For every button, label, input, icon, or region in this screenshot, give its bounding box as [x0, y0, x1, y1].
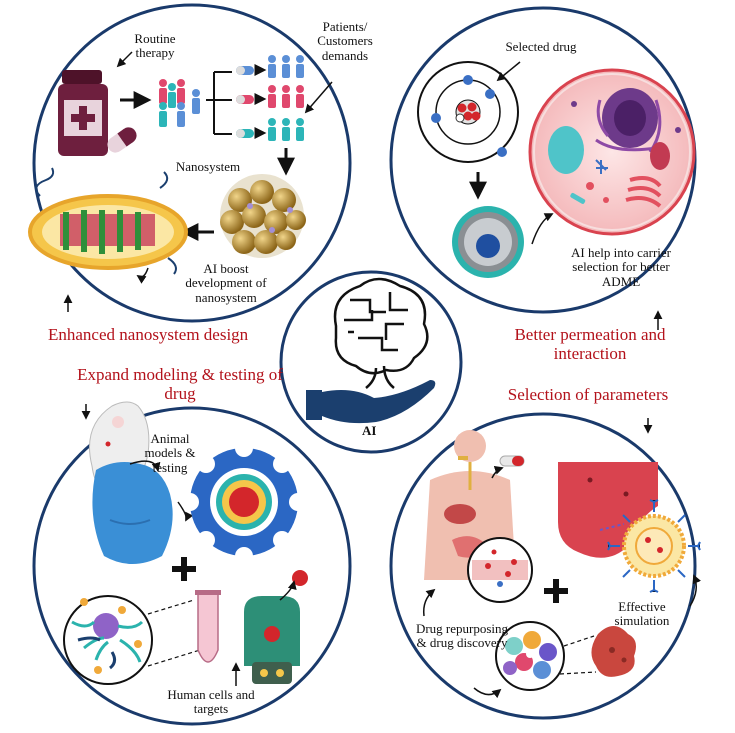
liposome-nanocarrier-icon — [607, 499, 701, 593]
label-enhanced-nanosystem: Enhanced nanosystem design — [48, 325, 249, 344]
medicine-bottle-icon — [58, 70, 108, 156]
cell-cluster-icon — [495, 621, 565, 691]
label-routine-therapy: Routine therapy — [134, 31, 176, 61]
nanocarrier-icon — [452, 206, 524, 278]
plus-icon — [172, 557, 196, 581]
label-nanosystem: Nanosystem — [175, 159, 241, 174]
atom-icon — [417, 61, 519, 163]
label-effective-simulation: Effective simulation — [614, 599, 670, 629]
capsule-icon-2 — [499, 455, 525, 467]
hand-icon — [306, 380, 436, 424]
pill-icon — [107, 127, 137, 153]
label-human-cells: Human cells and targets — [167, 687, 255, 717]
tube-icon — [195, 590, 221, 663]
people-icon — [159, 79, 200, 127]
cell-icon — [528, 68, 696, 236]
label-selected-drug: Selected drug — [505, 39, 577, 54]
glove-hand-icon — [92, 462, 173, 564]
label-expand-modeling: Expand modeling & testing of drug — [77, 365, 283, 403]
label-ai: AI — [362, 423, 377, 438]
label-animal-models: Animal models & testing — [144, 431, 196, 475]
brain-circuit-icon — [333, 277, 429, 389]
protein-network-icon — [63, 595, 153, 685]
label-patients-demands: Patients/ Customers demands — [317, 19, 373, 63]
label-better-permeation: Better permeation and interaction — [514, 325, 666, 363]
label-selection-parameters: Selection of parameters — [507, 385, 669, 404]
capsule-icon — [236, 66, 254, 138]
label-drug-repurposing: Drug repurposing & drug discovery — [415, 621, 509, 651]
liposome-icon — [28, 167, 188, 275]
nanoparticle-cluster-icon — [220, 174, 306, 258]
tumor-icon — [591, 626, 636, 677]
plus-icon-2 — [544, 579, 568, 603]
label-carrier-selection: AI help into carrier selection for bette… — [571, 245, 671, 289]
transporter-icon — [244, 570, 308, 684]
receptor-ring-icon — [181, 439, 307, 565]
label-ai-boost: AI boost development of nanosystem — [185, 261, 267, 305]
zoom-vessel-icon — [467, 537, 533, 603]
